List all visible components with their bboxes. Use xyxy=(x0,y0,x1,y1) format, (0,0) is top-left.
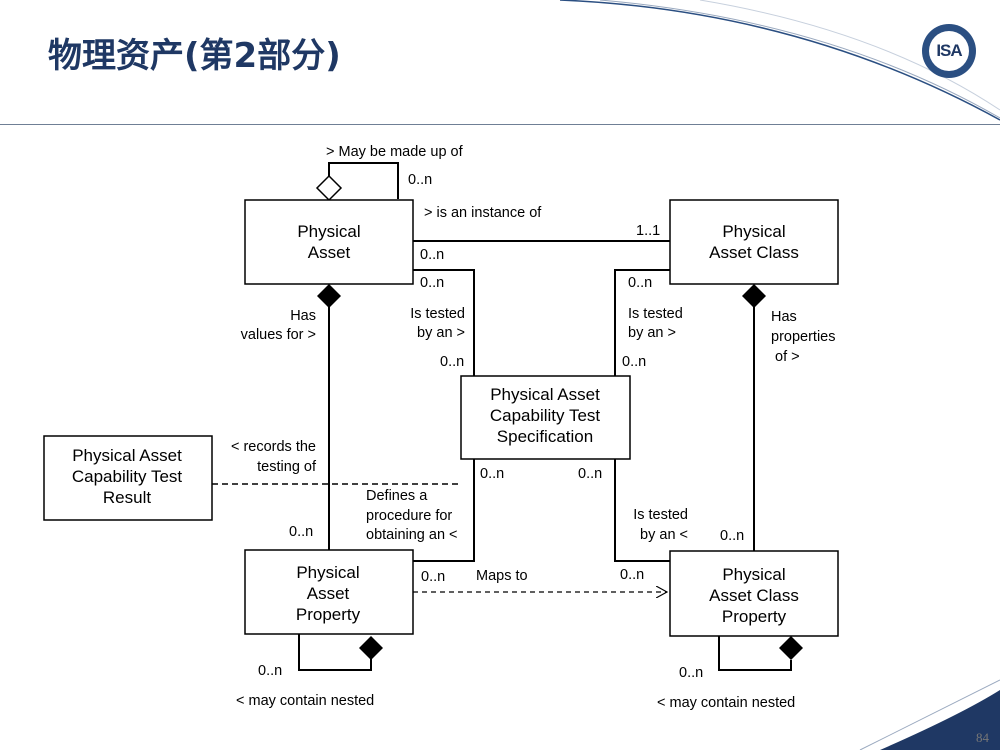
label-has-values-for: values for > xyxy=(241,327,316,343)
node-label: Capability Test xyxy=(490,406,601,425)
multiplicity: 0..n xyxy=(620,567,644,583)
multiplicity: 0..n xyxy=(679,665,703,681)
label-records-testing-of: < records the xyxy=(231,439,316,455)
label-maps-to: Maps to xyxy=(476,568,528,584)
node-capability-test-result: Physical Asset Capability Test Result xyxy=(43,435,213,521)
node-label: Asset xyxy=(307,584,350,603)
isa-logo: ISA xyxy=(922,24,976,78)
slide-title: 物理资产(第2部分) xyxy=(48,36,341,76)
label-asset-tested-by: Is tested xyxy=(410,306,465,322)
label-is-an-instance-of: > is an instance of xyxy=(424,205,542,221)
label-may-contain-nested: < may contain nested xyxy=(657,695,795,711)
multiplicity: 0..n xyxy=(628,275,652,291)
aggregation-hollow-diamond xyxy=(315,174,343,202)
label-asset-tested-by: by an > xyxy=(417,325,465,341)
label-records-testing-of: testing of xyxy=(257,459,317,475)
multiplicity: 0..n xyxy=(420,247,444,263)
composition-diamond xyxy=(359,636,383,660)
node-physical-asset: Physical Asset xyxy=(244,199,414,285)
node-label: Capability Test xyxy=(72,467,183,486)
node-physical-asset-property: Physical Asset Property xyxy=(244,549,414,635)
nested-loop-left xyxy=(298,634,372,671)
label-property-tested-by: Is tested xyxy=(633,507,688,523)
multiplicity: 0..n xyxy=(289,524,313,540)
node-label: Physical xyxy=(722,565,785,584)
multiplicity: 0..n xyxy=(720,528,744,544)
node-label: Physical Asset xyxy=(490,385,600,404)
multiplicity: 0..n xyxy=(480,466,504,482)
label-may-be-made-up-of: > May be made up of xyxy=(326,144,464,160)
composition-diamond xyxy=(317,284,341,308)
label-has-properties-of: of > xyxy=(775,349,800,365)
node-label: Property xyxy=(296,605,361,624)
label-class-tested-by: Is tested xyxy=(628,306,683,322)
label-defines-procedure: Defines a xyxy=(366,488,428,504)
node-label: Asset Class xyxy=(709,243,799,262)
header-divider xyxy=(0,124,1000,125)
page-number: 84 xyxy=(976,730,989,745)
multiplicity: 0..n xyxy=(421,569,445,585)
label-class-tested-by: by an > xyxy=(628,325,676,341)
composition-diamond xyxy=(779,636,803,660)
node-label: Result xyxy=(103,488,151,507)
node-capability-test-specification: Physical Asset Capability Test Specifica… xyxy=(460,375,631,460)
multiplicity: 0..n xyxy=(408,172,432,188)
label-has-properties-of: properties xyxy=(771,329,835,345)
node-label: Property xyxy=(722,607,787,626)
self-aggregation-loop xyxy=(328,162,399,199)
node-label: Physical xyxy=(296,563,359,582)
asset-tested-by-edge xyxy=(413,269,475,376)
node-label: Specification xyxy=(497,427,593,446)
multiplicity: 0..n xyxy=(622,354,646,370)
label-has-values-for: Has xyxy=(290,308,316,324)
node-physical-asset-class-property: Physical Asset Class Property xyxy=(669,550,839,637)
composition-diamond xyxy=(742,284,766,308)
label-has-properties-of: Has xyxy=(771,309,797,325)
node-label: Physical xyxy=(722,222,785,241)
label-defines-procedure: obtaining an < xyxy=(366,527,458,543)
node-label: Physical Asset xyxy=(72,446,182,465)
node-physical-asset-class: Physical Asset Class xyxy=(669,199,839,285)
nested-loop-right xyxy=(718,636,792,671)
multiplicity: 0..n xyxy=(440,354,464,370)
multiplicity: 1..1 xyxy=(636,223,660,239)
multiplicity: 0..n xyxy=(420,275,444,291)
node-label: Physical xyxy=(297,222,360,241)
multiplicity: 0..n xyxy=(258,663,282,679)
multiplicity: 0..n xyxy=(578,466,602,482)
label-property-tested-by: by an < xyxy=(640,527,688,543)
property-tested-by-edge xyxy=(614,459,670,562)
node-label: Asset xyxy=(308,243,351,262)
class-tested-by-edge xyxy=(614,269,670,376)
logo-text: ISA xyxy=(936,41,962,60)
defines-procedure-edge xyxy=(413,459,475,562)
label-may-contain-nested: < may contain nested xyxy=(236,693,374,709)
label-defines-procedure: procedure for xyxy=(366,508,452,524)
node-label: Asset Class xyxy=(709,586,799,605)
